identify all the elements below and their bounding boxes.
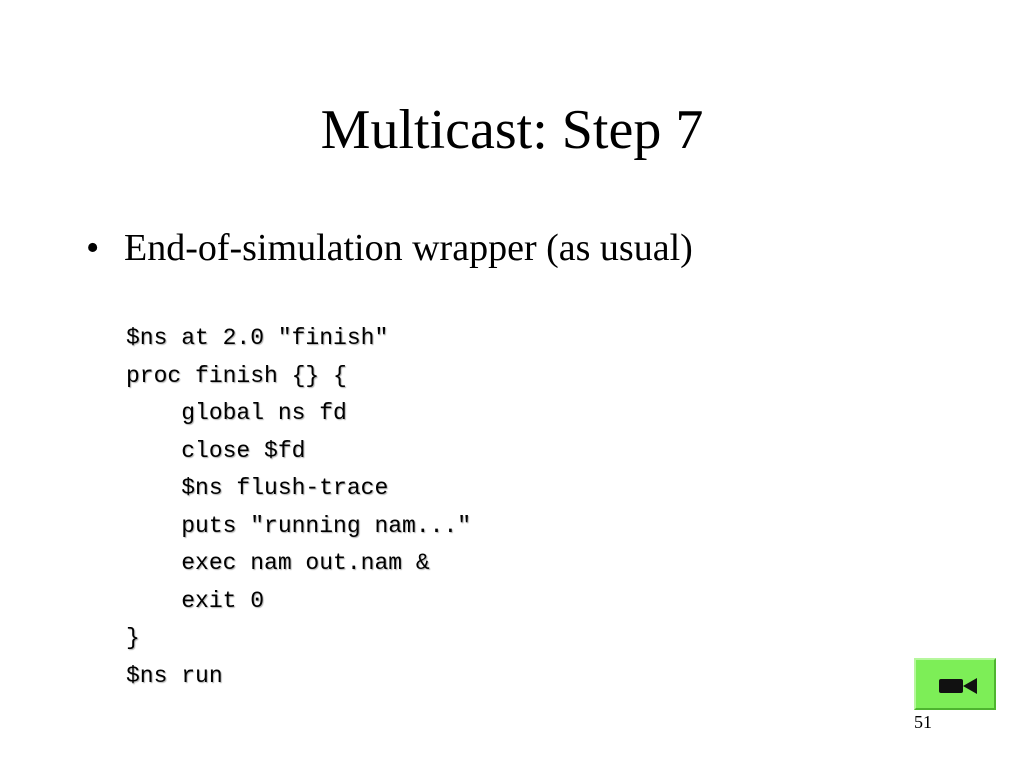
- video-action-button[interactable]: [914, 658, 996, 710]
- code-line: $ns run: [126, 662, 223, 689]
- code-line: $ns at 2.0 "finish": [126, 325, 389, 351]
- bullet-item: • End-of-simulation wrapper (as usual): [86, 226, 693, 272]
- code-line: $ns flush-trace: [126, 475, 389, 501]
- code-line: proc finish {} {: [126, 362, 347, 389]
- code-line: close $fd: [126, 437, 306, 464]
- code-line: }: [126, 625, 140, 651]
- code-line: global ns fd: [126, 400, 347, 426]
- slide-title: Multicast: Step 7: [320, 99, 704, 161]
- code-line: exec nam out.nam &: [126, 550, 430, 576]
- bullet-symbol: •: [86, 227, 100, 269]
- code-line: exit 0: [126, 587, 265, 614]
- code-line: puts "running nam...": [126, 512, 472, 539]
- page-number: 51: [914, 712, 932, 732]
- code-block: $ns at 2.0 "finish" proc finish {} { glo…: [126, 320, 471, 695]
- video-camera-icon: [939, 678, 977, 694]
- bullet-text: End-of-simulation wrapper (as usual): [124, 227, 693, 269]
